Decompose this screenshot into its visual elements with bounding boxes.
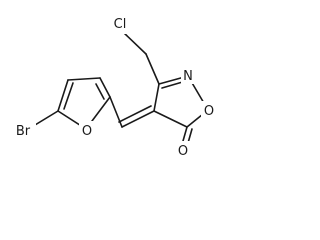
bond-cl-ch2: [122, 31, 147, 55]
bond-furan-c3-c2: [99, 77, 111, 98]
bond-c4-c3: [153, 83, 160, 112]
carbonyl-oxygen-label: O: [178, 144, 188, 159]
bond-c4-ch-double-inner: [118, 105, 152, 123]
bonds: [29, 31, 209, 151]
structure-diagram: Cl N O O O Br: [10, 14, 217, 159]
bond-furan-c3-c2-inner: [95, 83, 105, 100]
atom-labels: Cl N O O O Br: [10, 14, 217, 159]
ring-oxygen-label: O: [204, 104, 214, 119]
nitrogen-label: N: [183, 69, 193, 84]
bond-ch2-c3: [145, 53, 160, 85]
bond-furan-c4-c3: [67, 77, 101, 81]
bond-c5-c4: [153, 110, 188, 128]
molecule-drawing: Cl N O O O Br: [10, 14, 217, 159]
bromine-label: Br: [16, 124, 31, 139]
bond-furan-c5-c4-inner: [63, 82, 74, 110]
bond-furan-c5-c4: [57, 79, 69, 112]
bond-ch-furan-c2: [109, 96, 123, 128]
furan-oxygen-label: O: [82, 124, 92, 139]
bond-c4-ch-double: [121, 110, 155, 128]
chlorine-label: Cl: [114, 17, 127, 32]
